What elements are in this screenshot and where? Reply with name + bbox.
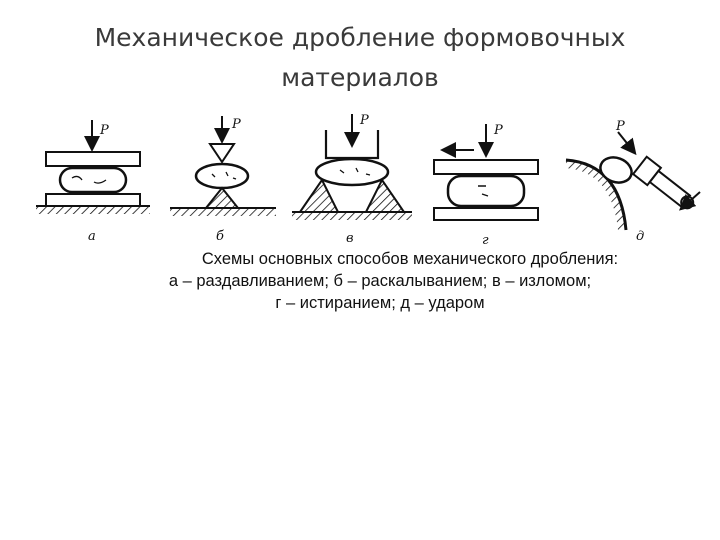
caption-line2: а – раздавливанием; б – раскалыванием; в… <box>168 272 592 290</box>
panel-g: P г <box>433 123 539 248</box>
panel-letter-b: б <box>216 229 224 244</box>
crushing-schemes-diagram: P а P б P в P <box>36 113 701 248</box>
material-lump-v <box>314 157 390 187</box>
ground-v <box>292 212 412 220</box>
material-lump-d <box>599 156 633 184</box>
lower-plate-g <box>433 207 539 221</box>
slide-title-line2: материалов <box>281 63 439 92</box>
material-lump-g <box>446 174 526 208</box>
hammer-d <box>631 155 695 210</box>
lower-wedge-b <box>203 186 241 209</box>
lower-plate-a <box>45 193 141 207</box>
panel-letter-g: г <box>482 233 489 248</box>
figure-caption: Схемы основных способов механического др… <box>90 248 670 314</box>
left-support-v <box>298 178 340 213</box>
caption-line3: г – истиранием; д – ударом <box>275 294 485 312</box>
caption-line1: Схемы основных способов механического др… <box>201 250 619 268</box>
ground-b <box>170 208 276 216</box>
material-lump-a <box>58 166 128 194</box>
panel-letter-d: д <box>636 229 644 244</box>
upper-plate-g <box>433 159 539 175</box>
force-label-b: P <box>231 117 241 132</box>
panel-v: P в <box>292 113 412 246</box>
right-support-v <box>364 178 406 213</box>
upper-wedge-b <box>208 143 236 164</box>
panel-a: P а <box>36 120 150 244</box>
slide-title: Механическое дробление формовочных матер… <box>40 18 680 98</box>
force-label-v: P <box>359 113 369 128</box>
panel-d: P д <box>565 119 701 244</box>
force-arrow-d <box>617 131 637 156</box>
ground-a <box>36 206 150 214</box>
panel-b: P б <box>170 116 276 244</box>
panel-letter-v: в <box>346 231 354 246</box>
upper-plate-a <box>45 151 141 167</box>
slide-title-line1: Механическое дробление формовочных <box>94 23 626 52</box>
force-label-g: P <box>493 123 503 138</box>
force-label-a: P <box>99 123 109 138</box>
force-label-d: P <box>615 119 625 134</box>
panel-letter-a: а <box>88 229 96 244</box>
motion-arrow-d <box>679 191 701 211</box>
material-lump-b <box>194 162 250 190</box>
